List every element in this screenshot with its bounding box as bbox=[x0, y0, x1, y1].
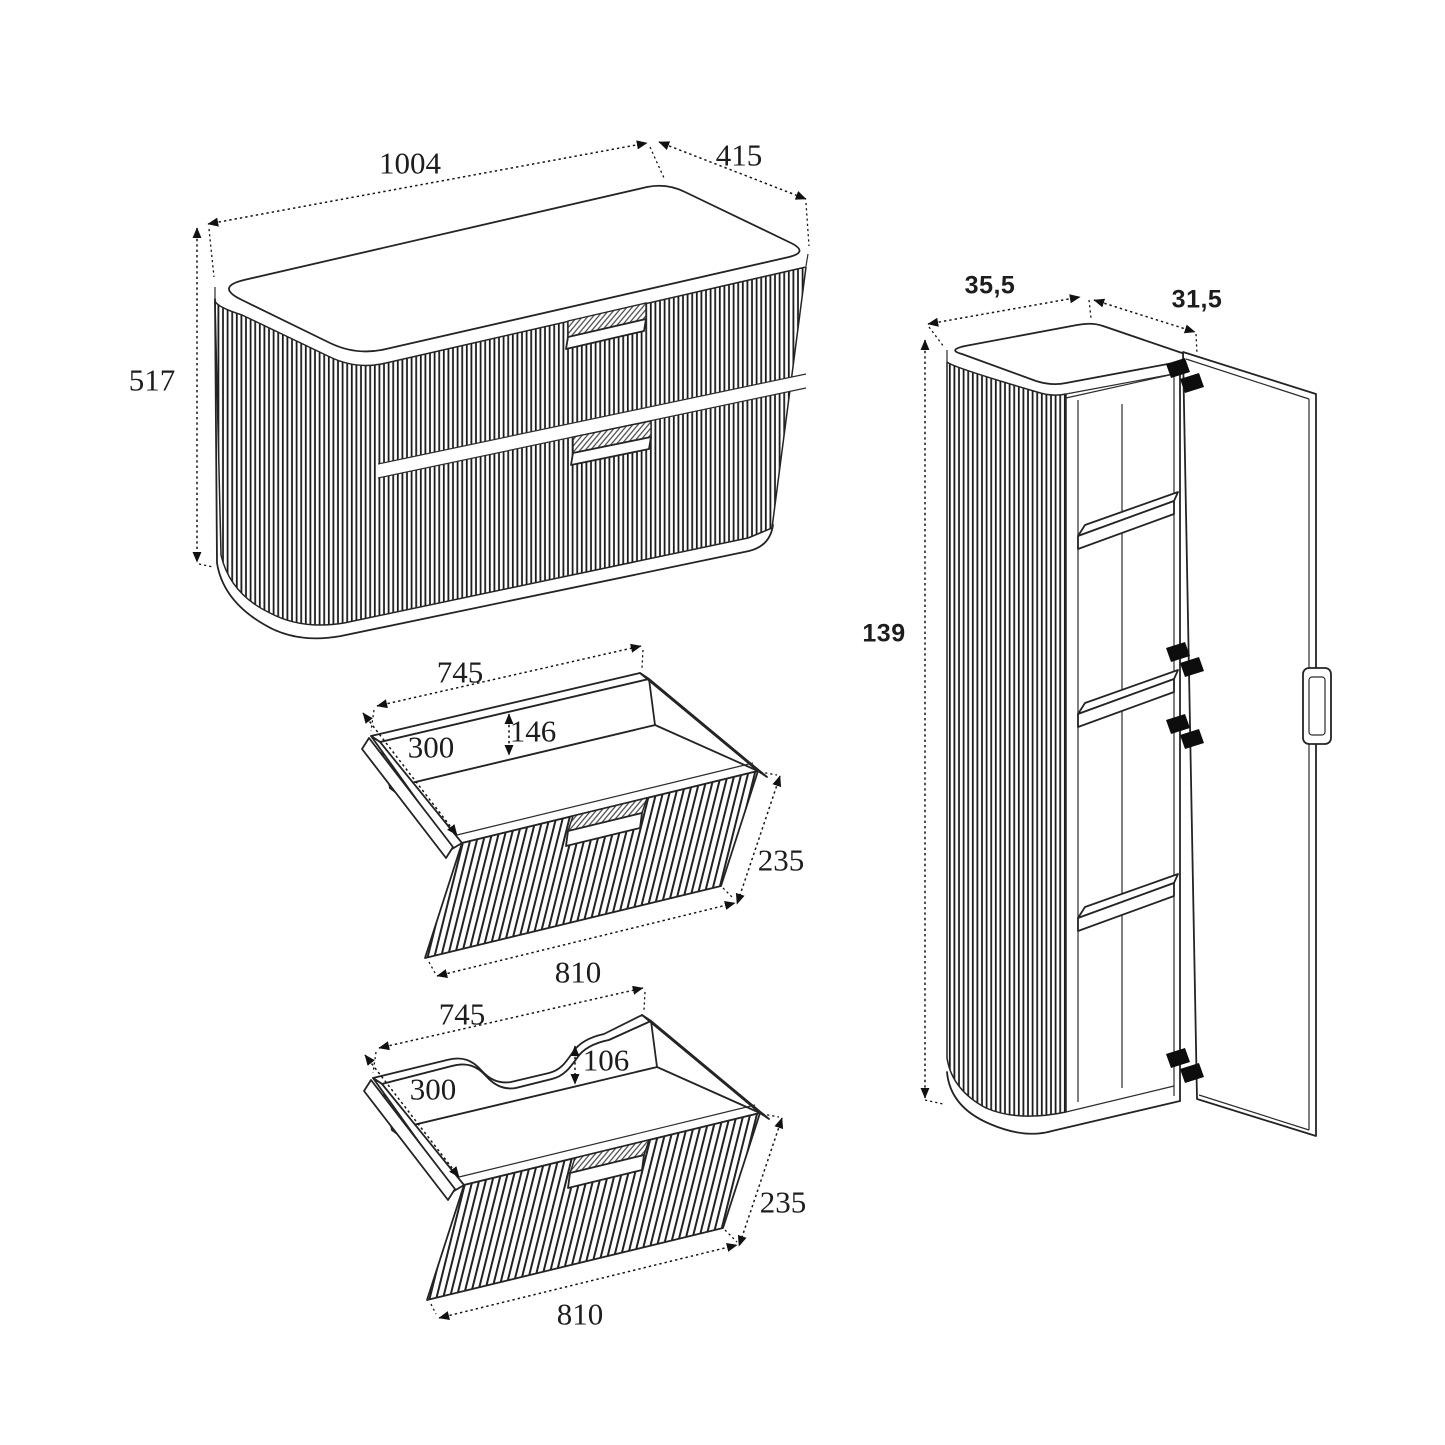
cabinet-extension-lines bbox=[924, 299, 1198, 1105]
door-handle-inner bbox=[1308, 676, 1326, 736]
lower-drawer-front-width-label: 810 bbox=[556, 1296, 604, 1332]
cabinet-open-door bbox=[1182, 351, 1317, 1137]
door-hinge-icon bbox=[1166, 358, 1204, 1083]
vanity-upper-drawer-handle-notch bbox=[565, 318, 647, 350]
shelf-front bbox=[1077, 678, 1175, 728]
vanity-cabinet-figure bbox=[192, 140, 810, 640]
upper-drawer-figure bbox=[361, 643, 782, 979]
drawer-front-panel-lip bbox=[458, 1104, 756, 1178]
vanity-depth-label: 415 bbox=[715, 137, 763, 173]
drawer-front-height-dimension-line bbox=[735, 775, 782, 905]
vanity-depth-dimension-line bbox=[658, 141, 807, 200]
drawer-front-height-dimension-line bbox=[737, 1117, 784, 1247]
cabinet-width-dimension-line bbox=[927, 294, 1081, 327]
cabinet-fluted-front bbox=[946, 361, 1067, 1117]
vanity-bottom-edge bbox=[214, 298, 774, 640]
drawer-inner-width-dimension-line bbox=[376, 643, 642, 709]
drawer-front-width-dimension-line bbox=[436, 900, 736, 979]
drawer-front-width-dimension-line bbox=[438, 1242, 738, 1321]
upper-drawer-front-width-label: 810 bbox=[554, 954, 602, 990]
vanity-height-label: 517 bbox=[128, 362, 176, 398]
shelf-front bbox=[1077, 500, 1175, 550]
cabinet-door-thickness-lines bbox=[1185, 358, 1310, 1131]
drawer-extension-lines bbox=[372, 991, 780, 1315]
tall-cabinet-height-label: 139 bbox=[862, 619, 906, 648]
tall-cabinet-figure bbox=[920, 294, 1332, 1137]
lower-drawer-depth-label: 300 bbox=[409, 1071, 457, 1107]
drawer-handle-notch bbox=[567, 1154, 645, 1189]
drawer-extension-lines bbox=[370, 649, 778, 974]
lower-drawer-cutout-height-label: 106 bbox=[582, 1042, 630, 1078]
vanity-drawer-divider-top-line bbox=[377, 373, 807, 465]
drawer-handle-notch bbox=[565, 812, 643, 847]
upper-drawer-depth-label: 300 bbox=[407, 729, 455, 765]
cabinet-depth-dimension-line bbox=[1093, 298, 1196, 334]
lower-drawer-figure bbox=[363, 985, 784, 1321]
lower-drawer-front-height-label: 235 bbox=[759, 1184, 807, 1220]
drawer-front-panel-lip bbox=[456, 762, 754, 836]
vanity-extension-lines bbox=[198, 146, 810, 568]
upper-drawer-front-height-label: 235 bbox=[757, 842, 805, 878]
drawer-inner-width-dimension-line bbox=[378, 985, 644, 1051]
tall-cabinet-width-label: 35,5 bbox=[964, 271, 1016, 300]
drawer-depth-dimension-line bbox=[362, 712, 458, 836]
drawer-depth-dimension-line bbox=[364, 1054, 460, 1178]
door-handle bbox=[1302, 667, 1332, 745]
tall-cabinet-depth-label: 31,5 bbox=[1171, 285, 1223, 314]
vanity-lower-drawer-handle-notch bbox=[570, 436, 652, 466]
vanity-top-slab-ticks bbox=[214, 253, 809, 301]
cabinet-bottom-edge bbox=[946, 1071, 1181, 1135]
shelf-front bbox=[1077, 882, 1175, 932]
lower-drawer-inner-width-label: 745 bbox=[438, 996, 486, 1032]
upper-drawer-back-height-label: 146 bbox=[509, 713, 557, 749]
upper-drawer-inner-width-label: 745 bbox=[436, 654, 484, 690]
vanity-width-dimension-line bbox=[207, 140, 648, 227]
cabinet-shelves bbox=[1077, 491, 1179, 932]
vanity-width-label: 1004 bbox=[379, 145, 441, 181]
vanity-drawer-divider-gap bbox=[378, 374, 806, 478]
